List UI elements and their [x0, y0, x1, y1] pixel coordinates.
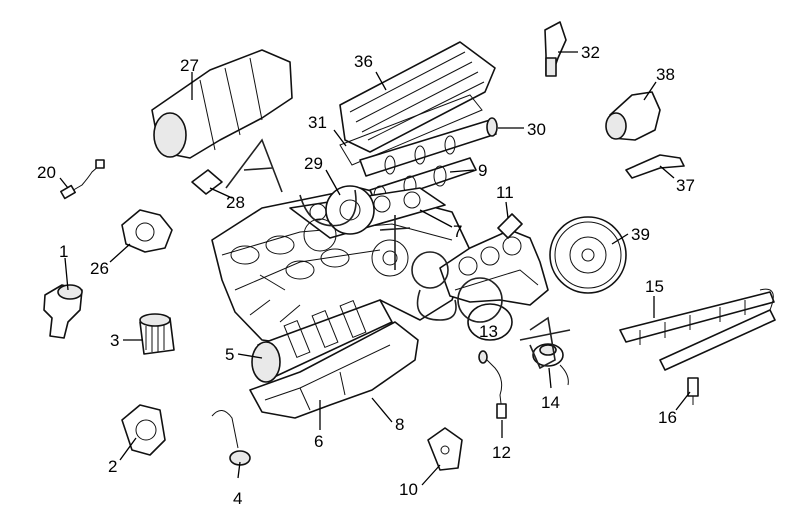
oil-filter: [139, 313, 175, 355]
heat-shield: [625, 154, 685, 179]
callout-32: 32: [581, 43, 600, 62]
intake-manifold: [151, 49, 293, 159]
callout-12: 12: [492, 443, 511, 462]
callout-7: 7: [453, 222, 462, 241]
callout-3: 3: [110, 331, 119, 350]
callout-8: 8: [395, 415, 404, 434]
crankshaft: [251, 299, 393, 383]
callout-5: 5: [225, 345, 234, 364]
fuel-injector: [687, 377, 699, 405]
manifold-gasket: [497, 213, 523, 239]
intake-gasket: [191, 169, 223, 195]
crank-position-sensor: [60, 159, 105, 200]
starter-motor: [605, 91, 661, 141]
callout-9: 9: [478, 161, 487, 180]
cam-sensor-bracket: [427, 427, 463, 471]
camshaft-sensor: [544, 21, 567, 77]
watermark-logo: [225, 138, 571, 370]
callout-28: 28: [226, 193, 245, 212]
callout-20: 20: [37, 163, 56, 182]
callout-10: 10: [399, 480, 418, 499]
thermostat-housing: [43, 284, 83, 339]
callout-16: 16: [658, 408, 677, 427]
callout-31: 31: [308, 113, 327, 132]
callout-26: 26: [90, 259, 109, 278]
timing-pulley: [303, 185, 375, 252]
gasket-ring: [467, 303, 513, 341]
callout-38: 38: [656, 65, 675, 84]
callout-6: 6: [314, 432, 323, 451]
fuel-rail: [619, 288, 776, 371]
callout-36: 36: [354, 52, 373, 71]
flywheel: [549, 216, 627, 294]
callout-group: 1 2 3 4 5 6 7 8 9 10 11 12 13 14 15 16 2…: [37, 43, 695, 508]
callout-39: 39: [631, 225, 650, 244]
callout-15: 15: [645, 277, 664, 296]
camshaft: [359, 117, 498, 177]
valve-cover-gasket: [339, 94, 483, 166]
engine-block: [211, 187, 471, 346]
callout-1: 1: [59, 242, 68, 261]
callout-11: 11: [496, 183, 514, 202]
oil-pan: [249, 321, 419, 419]
callout-4: 4: [233, 489, 242, 508]
callout-29: 29: [304, 154, 323, 173]
dipstick-tube: [211, 410, 251, 466]
throttle-body: [121, 209, 173, 253]
callout-13: 13: [479, 322, 498, 341]
callout-30: 30: [527, 120, 546, 139]
callout-27: 27: [180, 56, 199, 75]
oxygen-sensor: [478, 350, 507, 419]
callout-2: 2: [108, 457, 117, 476]
valve-cover: [339, 41, 496, 153]
callout-37: 37: [676, 176, 695, 195]
exhaust-manifold: [439, 229, 549, 306]
callout-14: 14: [541, 393, 560, 412]
